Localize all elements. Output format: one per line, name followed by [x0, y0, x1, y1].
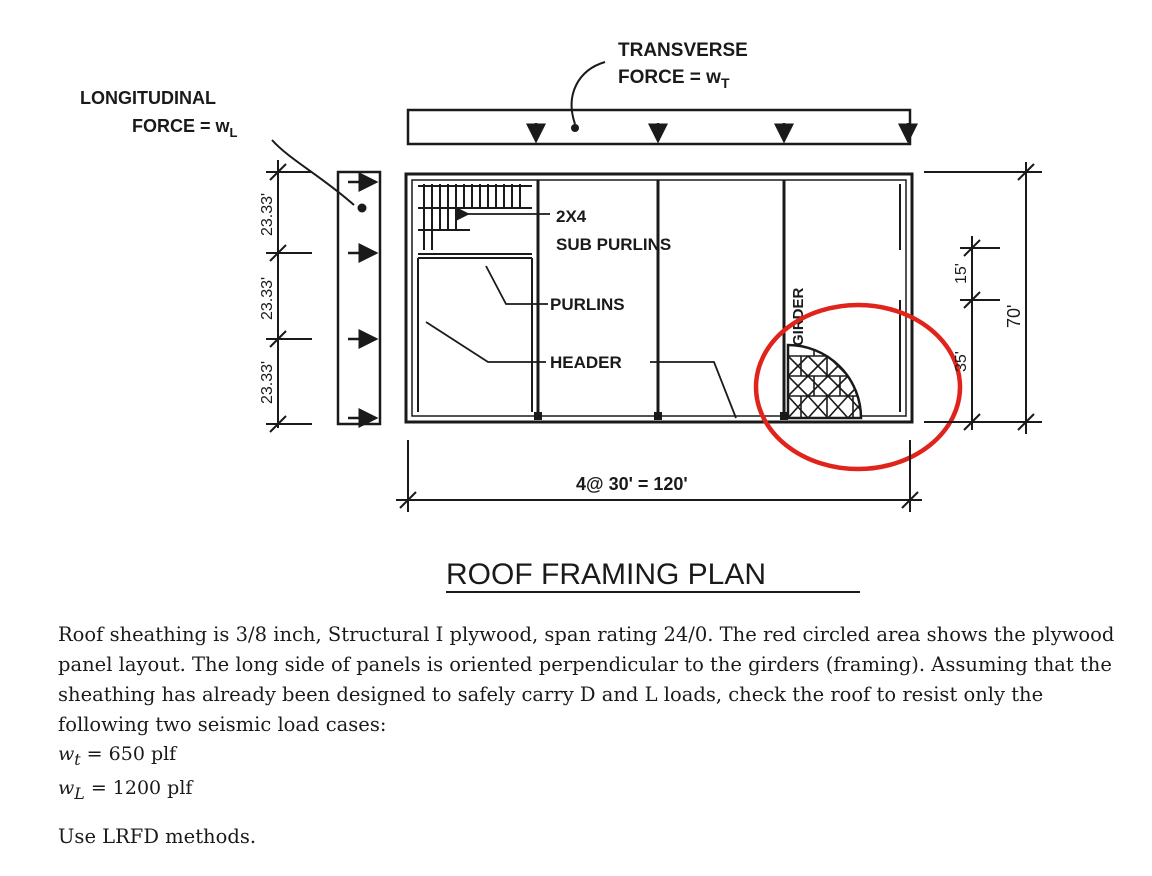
- bottom-dimension: 4@ 30' = 120': [576, 474, 688, 494]
- plywood-panel-layout: [786, 343, 863, 420]
- right-dimension-top: 15': [953, 263, 970, 284]
- subpurlins-label-name: SUB PURLINS: [556, 235, 671, 254]
- highlight-circle: [753, 302, 963, 472]
- svg-text:FORCE = wL: FORCE = wL: [132, 116, 238, 140]
- longitudinal-force-subscript: L: [230, 125, 238, 140]
- equation-longitudinal: wL = 1200 plf: [58, 776, 193, 803]
- transverse-force-text: FORCE = w: [618, 67, 721, 88]
- right-dimension-bottom: 35': [953, 351, 970, 372]
- header-lines: [417, 184, 901, 412]
- girders: [536, 180, 786, 418]
- problem-statement: Roof sheathing is 3/8 inch, Structural I…: [58, 620, 1128, 852]
- longitudinal-leader: [271, 139, 355, 206]
- roof-framing-plan-diagram: TRANSVERSE FORCE = wT LONGITUDINAL FORCE…: [80, 40, 1042, 593]
- longitudinal-load-strip: [336, 170, 382, 428]
- right-dimension-lines: [924, 162, 1042, 434]
- transverse-load-strip: [406, 108, 918, 146]
- purlins-label: PURLINS: [550, 295, 625, 314]
- right-dimension-total: 70': [1004, 305, 1024, 328]
- longitudinal-force-label: LONGITUDINAL: [80, 88, 216, 108]
- subpurlins-label-size: 2X4: [556, 207, 587, 226]
- diagram-title: ROOF FRAMING PLAN: [446, 558, 766, 591]
- equation-transverse: wt = 650 plf: [58, 743, 177, 769]
- svg-text:FORCE = wT: FORCE = wT: [618, 67, 730, 91]
- transverse-leader: [570, 61, 606, 125]
- left-dimension-lines: [266, 160, 312, 433]
- left-dimension-2: 23.33': [259, 277, 276, 320]
- left-dimension-3: 23.33': [259, 361, 276, 404]
- transverse-force-label: TRANSVERSE: [618, 40, 748, 61]
- longitudinal-force-text: FORCE = w: [132, 116, 231, 136]
- transverse-force-subscript: T: [721, 75, 730, 91]
- header-label: HEADER: [550, 353, 622, 372]
- left-dimension-1: 23.33': [259, 193, 276, 236]
- method-note: Use LRFD methods.: [58, 824, 257, 848]
- sub-purlins-hatch: [418, 184, 532, 250]
- girder-connections: [534, 412, 788, 420]
- girder-label: GIRDER: [790, 287, 807, 346]
- longitudinal-load-dot: [357, 203, 367, 213]
- leader-lines: [425, 206, 737, 419]
- transverse-load-dot: [571, 124, 579, 132]
- bottom-dimension-lines: [396, 440, 922, 512]
- problem-paragraph: Roof sheathing is 3/8 inch, Structural I…: [58, 623, 1115, 736]
